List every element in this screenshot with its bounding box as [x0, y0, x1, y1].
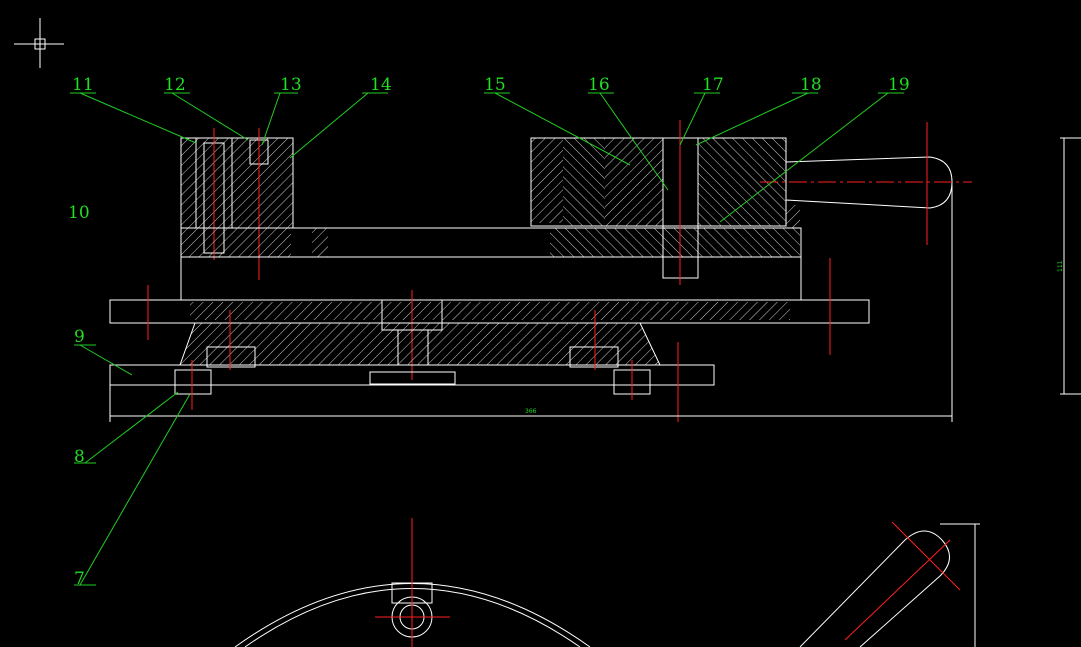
- callout-13: 13: [280, 75, 302, 95]
- dimension-overall-height: 111: [1057, 137, 1081, 395]
- callout-18: 18: [800, 75, 822, 95]
- callout-14: 14: [370, 75, 392, 95]
- leader-lines: [70, 92, 904, 586]
- crosshair-cursor-icon: [14, 18, 64, 68]
- callout-15: 15: [484, 75, 506, 95]
- callout-labels: 11 12 13 14 15 16 17 18 19 10 9 8 7: [68, 75, 910, 589]
- callout-10: 10: [68, 203, 90, 223]
- callout-8: 8: [74, 447, 85, 467]
- top-view-handle: [799, 521, 980, 647]
- callout-16: 16: [588, 75, 610, 95]
- dimension-overall-width: 366: [109, 185, 953, 422]
- callout-19: 19: [888, 75, 910, 95]
- callout-11: 11: [72, 75, 94, 95]
- callout-9: 9: [74, 327, 85, 347]
- top-view-round-table: [234, 518, 591, 647]
- callout-12: 12: [164, 75, 186, 95]
- dimension-width-text: 366: [525, 408, 537, 415]
- base-rail: [180, 227, 802, 300]
- lever-handle: [760, 122, 972, 245]
- lower-base: [109, 310, 715, 422]
- dimension-height-text: 111: [1057, 260, 1064, 272]
- callout-7: 7: [74, 569, 85, 589]
- right-clamp-block: [530, 120, 800, 285]
- callout-17: 17: [702, 75, 724, 95]
